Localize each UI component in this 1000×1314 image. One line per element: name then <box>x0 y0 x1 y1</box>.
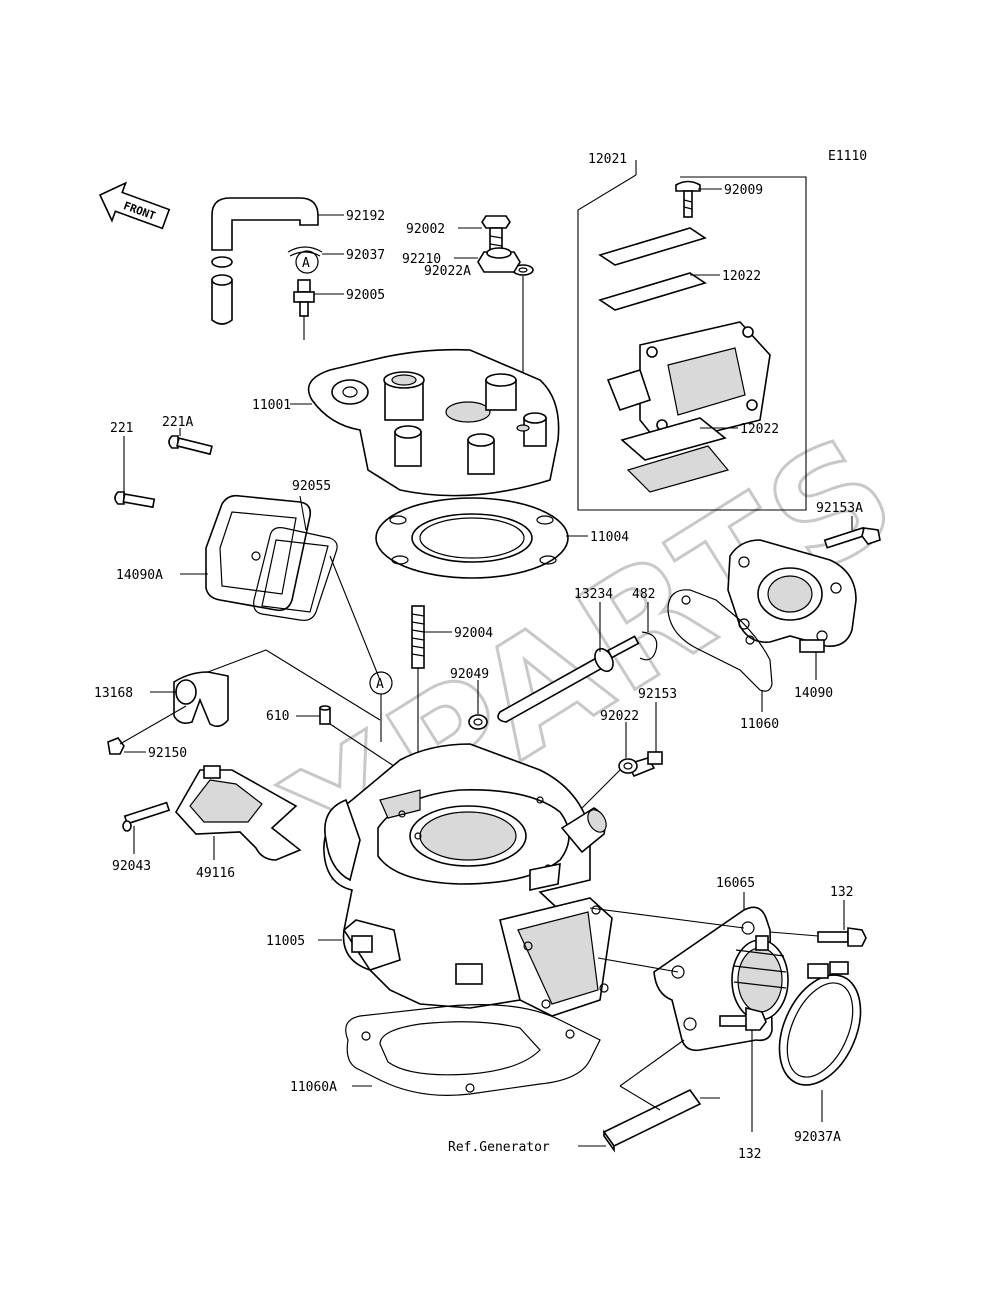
label-92002: 92002 <box>406 222 445 237</box>
label-12022-lower: 12022 <box>740 422 779 437</box>
bolt-92153A <box>823 526 881 549</box>
dowel-610 <box>319 705 331 725</box>
label-132-upper: 132 <box>830 885 853 900</box>
label-13234: 13234 <box>574 587 613 602</box>
stud-92004 <box>411 605 425 669</box>
label-12021: 12021 <box>588 152 627 167</box>
washer-92049 <box>468 714 488 730</box>
ref-circle-lower-label: A <box>376 677 384 692</box>
head-gasket-11004 <box>375 497 569 579</box>
valve-49116 <box>175 765 302 861</box>
label-16065: 16065 <box>716 876 755 891</box>
label-482: 482 <box>632 587 655 602</box>
label-92150: 92150 <box>148 746 187 761</box>
label-92022A: 92022A <box>424 264 471 279</box>
bolt-132-lower <box>719 1006 767 1031</box>
label-610: 610 <box>266 709 289 724</box>
bracket-13168 <box>173 671 229 728</box>
reed-valve-assembly <box>577 160 807 511</box>
label-92055: 92055 <box>292 479 331 494</box>
shaft-13234 <box>497 635 640 723</box>
circlip-482 <box>639 631 658 661</box>
bolt-221 <box>114 491 156 509</box>
cover-14090A <box>205 494 312 612</box>
ref-generator-plate <box>602 1088 702 1153</box>
gasket-11060 <box>667 589 773 692</box>
washer-92022 <box>618 758 638 774</box>
base-gasket-11060A <box>345 1004 601 1096</box>
pin-92043 <box>122 801 171 832</box>
label-14090: 14090 <box>794 686 833 701</box>
ref-circle-upper-label: A <box>302 256 310 271</box>
label-14090A: 14090A <box>116 568 163 583</box>
fitting-92005 <box>293 279 315 317</box>
label-92022: 92022 <box>600 709 639 724</box>
label-92153A: 92153A <box>816 501 863 516</box>
label-92210: 92210 <box>402 252 441 267</box>
bolt-221A <box>168 435 213 456</box>
label-92009: 92009 <box>724 183 763 198</box>
label-49116: 49116 <box>196 866 235 881</box>
label-92004: 92004 <box>454 626 493 641</box>
label-92043: 92043 <box>112 859 151 874</box>
screw-92150 <box>107 705 187 755</box>
label-92049: 92049 <box>450 667 489 682</box>
label-13168: 13168 <box>94 686 133 701</box>
label-221A: 221A <box>162 415 193 430</box>
label-12022-upper: 12022 <box>722 269 761 284</box>
bolt-92002 <box>481 215 511 255</box>
cover-14090 <box>727 539 857 653</box>
bolt-132-upper <box>817 927 867 947</box>
breather-hose-92192 <box>211 197 319 325</box>
intake-manifold-16065 <box>653 906 789 1052</box>
front-arrow-icon: FRONT <box>98 181 171 230</box>
clamp-92037 <box>287 246 323 257</box>
nut-92210 <box>477 247 521 273</box>
label-92005: 92005 <box>346 288 385 303</box>
ref-generator-note: Ref.Generator <box>448 1140 550 1155</box>
clamp-92037A <box>778 961 862 1086</box>
screw-92009 <box>675 180 701 218</box>
label-92153: 92153 <box>638 687 677 702</box>
cylinder-11005 <box>323 743 613 1017</box>
ref-circle-upper <box>295 250 319 274</box>
diagram-code: E1110 <box>828 149 867 164</box>
gasket-92055 <box>253 527 338 621</box>
label-92037A: 92037A <box>794 1130 841 1145</box>
cylinder-head-11001 <box>307 348 560 497</box>
label-11001: 11001 <box>252 398 291 413</box>
label-11060A: 11060A <box>290 1080 337 1095</box>
label-132-lower: 132 <box>738 1147 761 1162</box>
label-11005: 11005 <box>266 934 305 949</box>
label-92192: 92192 <box>346 209 385 224</box>
label-221: 221 <box>110 421 133 436</box>
label-92037: 92037 <box>346 248 385 263</box>
label-11004: 11004 <box>590 530 629 545</box>
label-11060: 11060 <box>740 717 779 732</box>
